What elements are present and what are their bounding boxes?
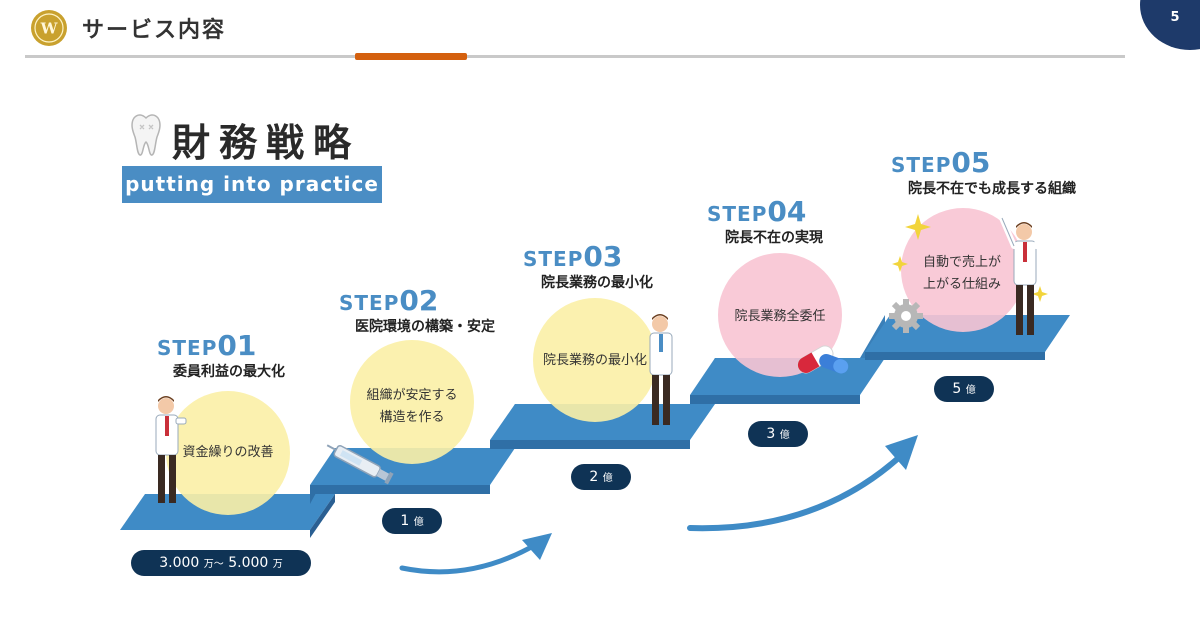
circle-line: 上がる仕組み: [922, 277, 1001, 292]
step3-circle-text: 院長業務の最小化: [533, 350, 657, 372]
circle-line: 自動で売上が: [922, 255, 1001, 270]
step2-amount-pill: 1 億: [382, 508, 442, 534]
amount-unit: 億: [413, 517, 424, 528]
step-number: 04: [767, 195, 807, 228]
step3-circle: [533, 298, 657, 422]
step-word: STEP: [891, 153, 952, 177]
doctor-icon-step5: [999, 213, 1051, 335]
step2-description: 医院環境の構築・安定: [355, 319, 495, 335]
growth-arrow-icon: [399, 542, 538, 575]
step1-circle: [166, 391, 290, 515]
step-word: STEP: [339, 291, 400, 315]
page-number: 5: [1170, 10, 1180, 25]
step4-amount-pill: 3 億: [748, 421, 808, 447]
syringe-icon: [326, 444, 394, 485]
page-header-title: サービス内容: [82, 18, 227, 43]
step4-description: 院長不在の実現: [725, 230, 823, 246]
step4-label: STEP04: [707, 195, 806, 228]
step5-circle: [901, 208, 1025, 332]
circle-line: 院長業務全委任: [734, 309, 826, 324]
capsule-icon: [797, 345, 849, 374]
step3-description: 院長業務の最小化: [541, 275, 653, 291]
logo: W: [30, 9, 68, 47]
step-number: 01: [217, 329, 257, 362]
step5-label: STEP05: [891, 146, 990, 179]
header-divider: [25, 55, 1125, 58]
amount-value: 2: [589, 469, 599, 485]
amount-value: 3.000: [159, 555, 200, 571]
step2-label: STEP02: [339, 284, 438, 317]
step1-circle-text: 資金繰りの改善: [166, 442, 290, 464]
amount-value: 1: [400, 513, 410, 529]
amount-value: 5: [952, 381, 962, 397]
sparkle-icon: [892, 214, 1048, 302]
amount-value-2: 5.000: [228, 555, 269, 571]
step-word: STEP: [707, 202, 768, 226]
amount-unit: 億: [965, 385, 976, 396]
step1-description: 委員利益の最大化: [173, 364, 285, 380]
amount-unit-2: 万: [272, 559, 283, 570]
circle-line: 資金繰りの改善: [182, 445, 274, 460]
step4-circle: [718, 253, 842, 377]
amount-value: 3: [766, 426, 776, 442]
logo-emblem-icon: W: [31, 10, 67, 46]
step-word: STEP: [157, 336, 218, 360]
step5-description: 院長不在でも成長する組織: [908, 181, 1076, 197]
step1-label: STEP01: [157, 329, 256, 362]
circle-line: 構造を作る: [379, 410, 445, 425]
step1-amount-pill: 3.000 万〜 5.000 万: [131, 550, 311, 576]
subtitle-banner: putting into practice: [122, 166, 382, 203]
step-number: 03: [583, 240, 623, 273]
step2-circle: [350, 340, 474, 464]
tooth-icon: [131, 114, 161, 156]
circle-line: 院長業務の最小化: [542, 353, 647, 368]
step3-label: STEP03: [523, 240, 622, 273]
doctor-icon-step3: [649, 314, 673, 425]
step4-circle-text: 院長業務全委任: [718, 306, 842, 328]
amount-unit: 億: [779, 430, 790, 441]
header-accent-bar: [355, 53, 467, 60]
step5-circle-text: 自動で売上が 上がる仕組み: [900, 252, 1024, 296]
step-word: STEP: [523, 247, 584, 271]
step2-circle-text: 組織が安定する 構造を作る: [350, 385, 474, 429]
main-title: 財務戦略: [172, 121, 361, 165]
step-number: 05: [951, 146, 991, 179]
logo-letter: W: [40, 20, 59, 38]
step5-amount-pill: 5 億: [934, 376, 994, 402]
step3-amount-pill: 2 億: [571, 464, 631, 490]
step-number: 02: [399, 284, 439, 317]
amount-unit: 万〜: [203, 559, 224, 570]
circle-line: 組織が安定する: [366, 388, 458, 403]
growth-arrow-icon-large: [687, 449, 908, 532]
gear-icon: [889, 299, 923, 333]
doctor-icon: [155, 396, 187, 503]
amount-unit: 億: [602, 473, 613, 484]
